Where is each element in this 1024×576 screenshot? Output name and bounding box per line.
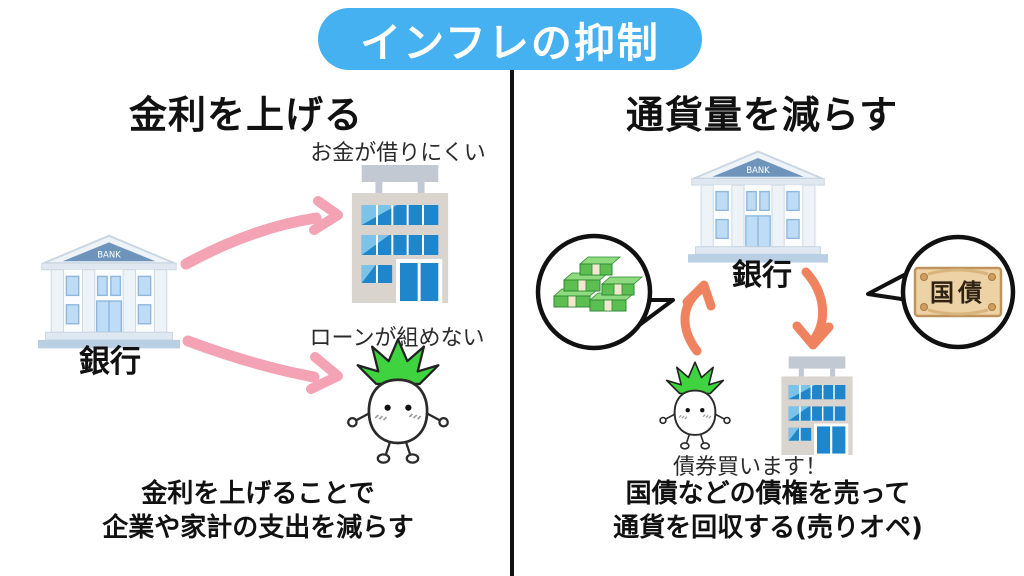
turnip-character-icon bbox=[659, 361, 731, 450]
orange-arrow-up-head bbox=[682, 280, 716, 311]
pink-arrow-down-shaft bbox=[182, 335, 320, 383]
bank-icon: BANK bbox=[688, 150, 828, 263]
pink-arrow-up-head bbox=[309, 196, 343, 235]
left-summary-line2: 企業や家計の支出を減らす bbox=[102, 513, 414, 543]
right-section-heading: 通貨量を減らす bbox=[625, 93, 899, 137]
orange-arrow-down-head bbox=[792, 321, 834, 350]
bank-sign-text: BANK bbox=[97, 250, 121, 260]
right-summary-line1: 国債などの債権を売って bbox=[625, 479, 911, 509]
left-section-heading: 金利を上げる bbox=[128, 93, 363, 137]
title-badge: インフレの抑制 bbox=[318, 8, 702, 70]
bond-speech-bubble: 国債 bbox=[866, 234, 1016, 350]
vertical-divider bbox=[510, 70, 514, 576]
money-speech-bubble bbox=[535, 233, 675, 351]
right-bank-label: 銀行 bbox=[732, 258, 792, 293]
office-building-icon bbox=[781, 356, 853, 455]
left-summary-line1: 金利を上げることで bbox=[141, 479, 375, 509]
left-building-caption: お金が借りにくい bbox=[310, 141, 486, 166]
bank-sign-text: BANK bbox=[746, 165, 770, 175]
right-summary-line2: 通貨を回収する(売りオペ) bbox=[613, 513, 923, 543]
pink-arrow-up-shaft bbox=[180, 212, 322, 270]
bank-icon: BANK bbox=[38, 234, 180, 349]
turnip-character-icon bbox=[347, 338, 449, 464]
orange-arrow-up-shaft bbox=[680, 285, 705, 356]
right-summary: 国債などの債権を売って 通貨を回収する(売りオペ) bbox=[518, 477, 1018, 545]
money-stack-icon bbox=[552, 256, 644, 312]
page-title: インフレの抑制 bbox=[360, 19, 660, 67]
left-summary: 金利を上げることで 企業や家計の支出を減らす bbox=[6, 477, 510, 545]
right-person-speech: 債券買います！ bbox=[672, 455, 827, 480]
pink-arrow-down-head bbox=[306, 352, 343, 394]
left-bank-label: 銀行 bbox=[79, 344, 141, 380]
government-bond-icon: 国債 bbox=[913, 266, 1003, 318]
office-building-icon bbox=[351, 165, 449, 303]
bond-label-text: 国債 bbox=[930, 279, 986, 307]
